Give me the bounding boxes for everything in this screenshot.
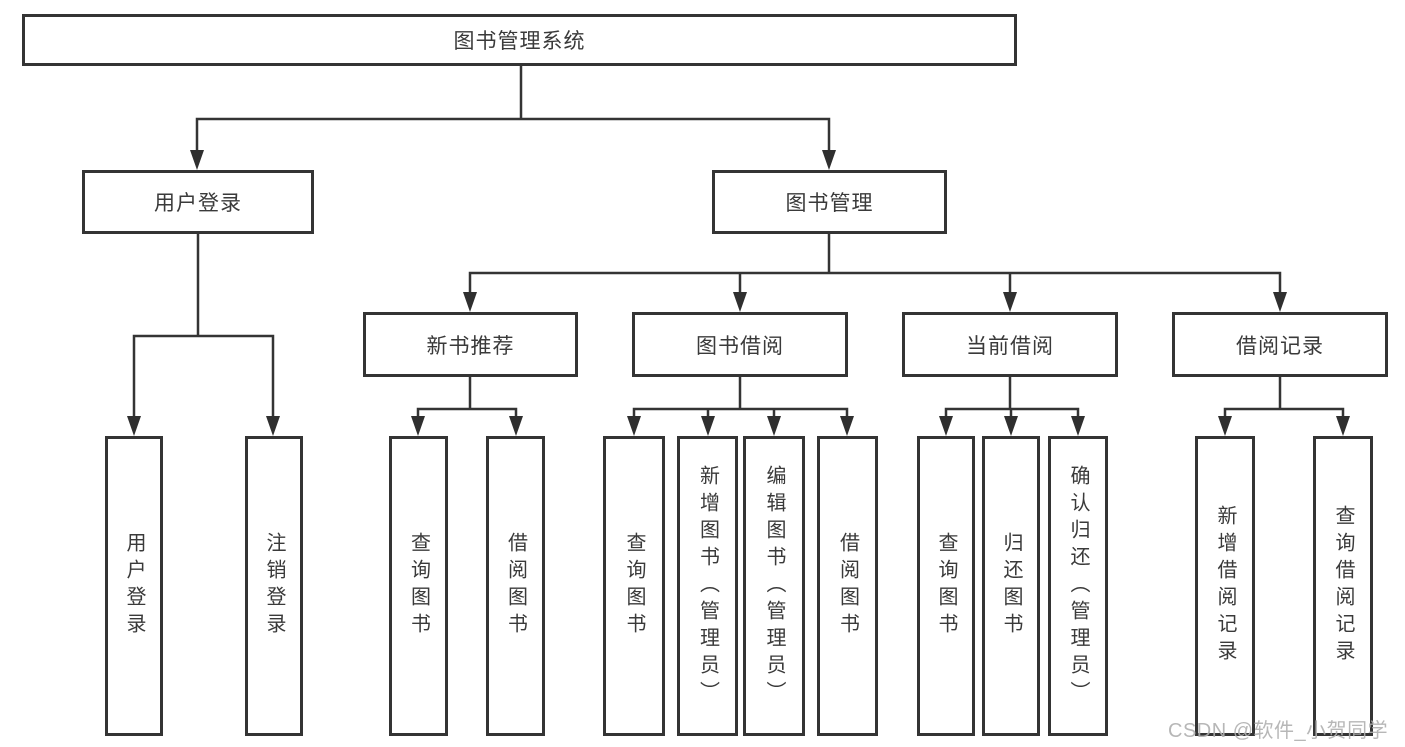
leaf-records-add-record: 新增借阅记录 (1195, 436, 1255, 736)
node-current-borrow: 当前借阅 (902, 312, 1118, 377)
node-new-book-recommend: 新书推荐 (363, 312, 578, 377)
csdn-watermark: CSDN @软件_小贺同学 (1168, 720, 1389, 742)
leaf-newbook-borrow-books: 借阅图书 (486, 436, 545, 736)
leaf-borrow-add-books-admin: 新增图书（管理员） (677, 436, 738, 736)
node-borrow-records: 借阅记录 (1172, 312, 1388, 377)
node-label: 新书推荐 (426, 334, 515, 358)
node-label: 编辑图书（管理员） (763, 464, 785, 708)
node-label: 图书借阅 (696, 334, 784, 358)
leaf-borrow-query-books: 查询图书 (603, 436, 665, 736)
leaf-logout-login: 注销登录 (245, 436, 303, 736)
node-label: 图书管理系统 (453, 30, 586, 53)
node-label: 借阅图书 (836, 532, 859, 640)
node-label: 新增图书（管理员） (696, 464, 719, 708)
node-label: 确认归还（管理员） (1067, 464, 1089, 708)
leaf-current-confirm-return-admin: 确认归还（管理员） (1048, 436, 1108, 736)
node-book-borrow: 图书借阅 (632, 312, 848, 377)
node-user-login: 用户登录 (82, 170, 314, 234)
leaf-borrow-edit-books-admin: 编辑图书（管理员） (743, 436, 805, 736)
node-label: 图书管理 (785, 192, 874, 215)
arrowhead-icons (127, 150, 1350, 436)
leaf-current-return-books: 归还图书 (982, 436, 1040, 736)
node-label: 当前借阅 (966, 334, 1054, 358)
node-label: 用户登录 (154, 192, 242, 215)
node-label: 借阅记录 (1236, 334, 1324, 358)
leaf-current-query-books: 查询图书 (917, 436, 975, 736)
node-label: 查询图书 (407, 532, 430, 640)
node-root-system: 图书管理系统 (22, 14, 1017, 66)
node-label: 注销登录 (263, 532, 285, 640)
node-book-management: 图书管理 (712, 170, 947, 234)
node-label: 新增借阅记录 (1214, 505, 1236, 667)
node-label: 查询图书 (935, 532, 957, 640)
node-label: 查询借阅记录 (1332, 505, 1354, 667)
node-label: 查询图书 (623, 532, 645, 640)
leaf-newbook-query-books: 查询图书 (389, 436, 448, 736)
leaf-records-query-record: 查询借阅记录 (1313, 436, 1373, 736)
leaf-borrow-borrow-books: 借阅图书 (817, 436, 878, 736)
node-label: 借阅图书 (504, 532, 527, 640)
node-label: 归还图书 (1000, 532, 1022, 640)
node-label: 用户登录 (123, 532, 145, 640)
leaf-user-login: 用户登录 (105, 436, 163, 736)
